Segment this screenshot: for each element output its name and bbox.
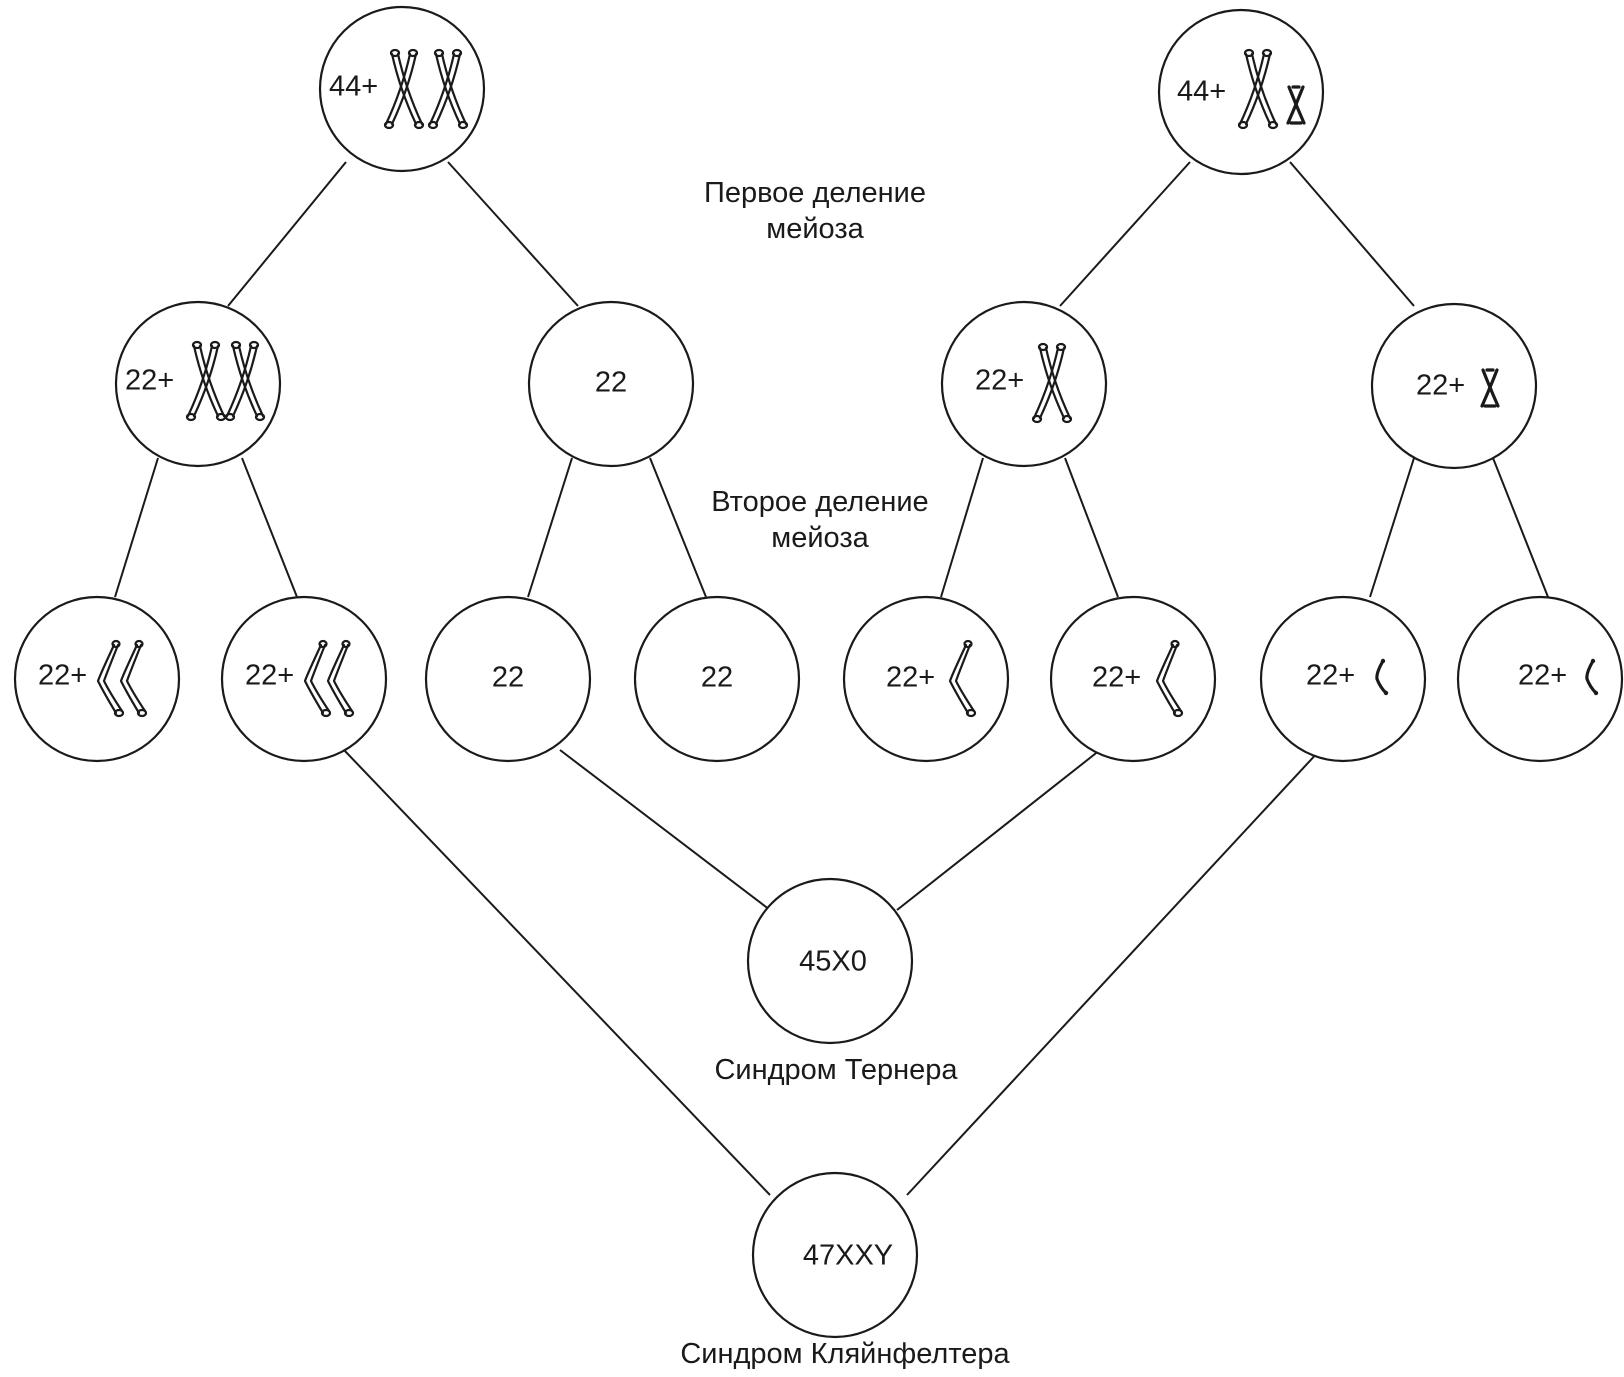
node-label: 22+ — [975, 365, 1024, 397]
node-female-m1-xx: 22+ — [114, 300, 282, 468]
node-label: 47XXY — [803, 1240, 893, 1272]
klinefelter-syndrome-label: Синдром Кляйнфелтера — [680, 1338, 1010, 1370]
edge-egg-xx-to-klinefelter — [343, 749, 771, 1196]
node-label: 22+ — [38, 660, 87, 692]
first-division-label-line2: мейоза — [766, 213, 864, 245]
edge-y-to-sperm-1 — [1369, 457, 1415, 598]
edge-male-parent-to-x — [1059, 161, 1191, 307]
turner-syndrome-label: Синдром Тернера — [714, 1054, 958, 1086]
node-label: 44+ — [1177, 76, 1226, 108]
node-sperm-x-2: 22+ — [1049, 595, 1217, 763]
node-label: 22 — [492, 662, 524, 694]
node-sperm-y-2: 22+ — [1456, 595, 1624, 763]
edge-sperm-y-to-klinefelter — [906, 749, 1321, 1196]
edge-xx-to-egg-2 — [241, 457, 298, 598]
node-label: 22+ — [886, 662, 935, 694]
node-male-m1-x: 22+ — [940, 300, 1108, 468]
node-sperm-x-1: 22+ — [842, 595, 1010, 763]
node-egg-none-1: 22 — [424, 595, 592, 763]
node-label: 22 — [595, 367, 627, 399]
node-label: 45X0 — [799, 946, 867, 978]
edge-sperm-x-to-turner — [896, 749, 1101, 911]
edge-none-to-egg-1 — [527, 457, 573, 598]
edge-female-parent-to-xx — [227, 161, 347, 307]
node-label: 22+ — [1416, 370, 1465, 402]
lineage-lines — [114, 161, 1549, 1196]
edge-male-parent-to-y — [1289, 161, 1415, 307]
node-label: 22+ — [125, 365, 174, 397]
node-female-m1-none: 22 — [527, 300, 695, 468]
edge-x-to-sperm-1 — [940, 457, 984, 598]
node-label: 22+ — [1306, 660, 1355, 692]
node-male-parent: 44+ — [1157, 8, 1325, 176]
edge-egg-none-to-turner — [559, 749, 771, 911]
first-division-label-line1: Первое деление — [704, 177, 926, 209]
node-label: 22+ — [1518, 660, 1567, 692]
second-division-label-line1: Второе деление — [711, 486, 928, 518]
node-label: 22+ — [245, 660, 294, 692]
edge-female-parent-to-none — [447, 161, 579, 307]
node-zygote-klinefelter: 47XXY — [751, 1171, 919, 1339]
node-egg-xx-2: 22+ — [220, 595, 388, 763]
edge-x-to-sperm-2 — [1064, 457, 1119, 598]
edge-none-to-egg-2 — [649, 457, 707, 598]
node-male-m1-y: 22+ — [1370, 302, 1538, 470]
node-label: 44+ — [329, 71, 378, 103]
node-egg-xx-1: 22+ — [13, 595, 181, 763]
node-sperm-y-1: 22+ — [1259, 595, 1427, 763]
node-label: 22 — [701, 662, 733, 694]
node-female-parent: 44+ — [318, 5, 486, 173]
second-division-label-line2: мейоза — [771, 522, 869, 554]
edge-xx-to-egg-1 — [114, 457, 159, 598]
edge-y-to-sperm-2 — [1492, 457, 1549, 598]
node-label: 22+ — [1092, 662, 1141, 694]
node-egg-none-2: 22 — [633, 595, 801, 763]
node-zygote-turner: 45X0 — [746, 877, 914, 1045]
